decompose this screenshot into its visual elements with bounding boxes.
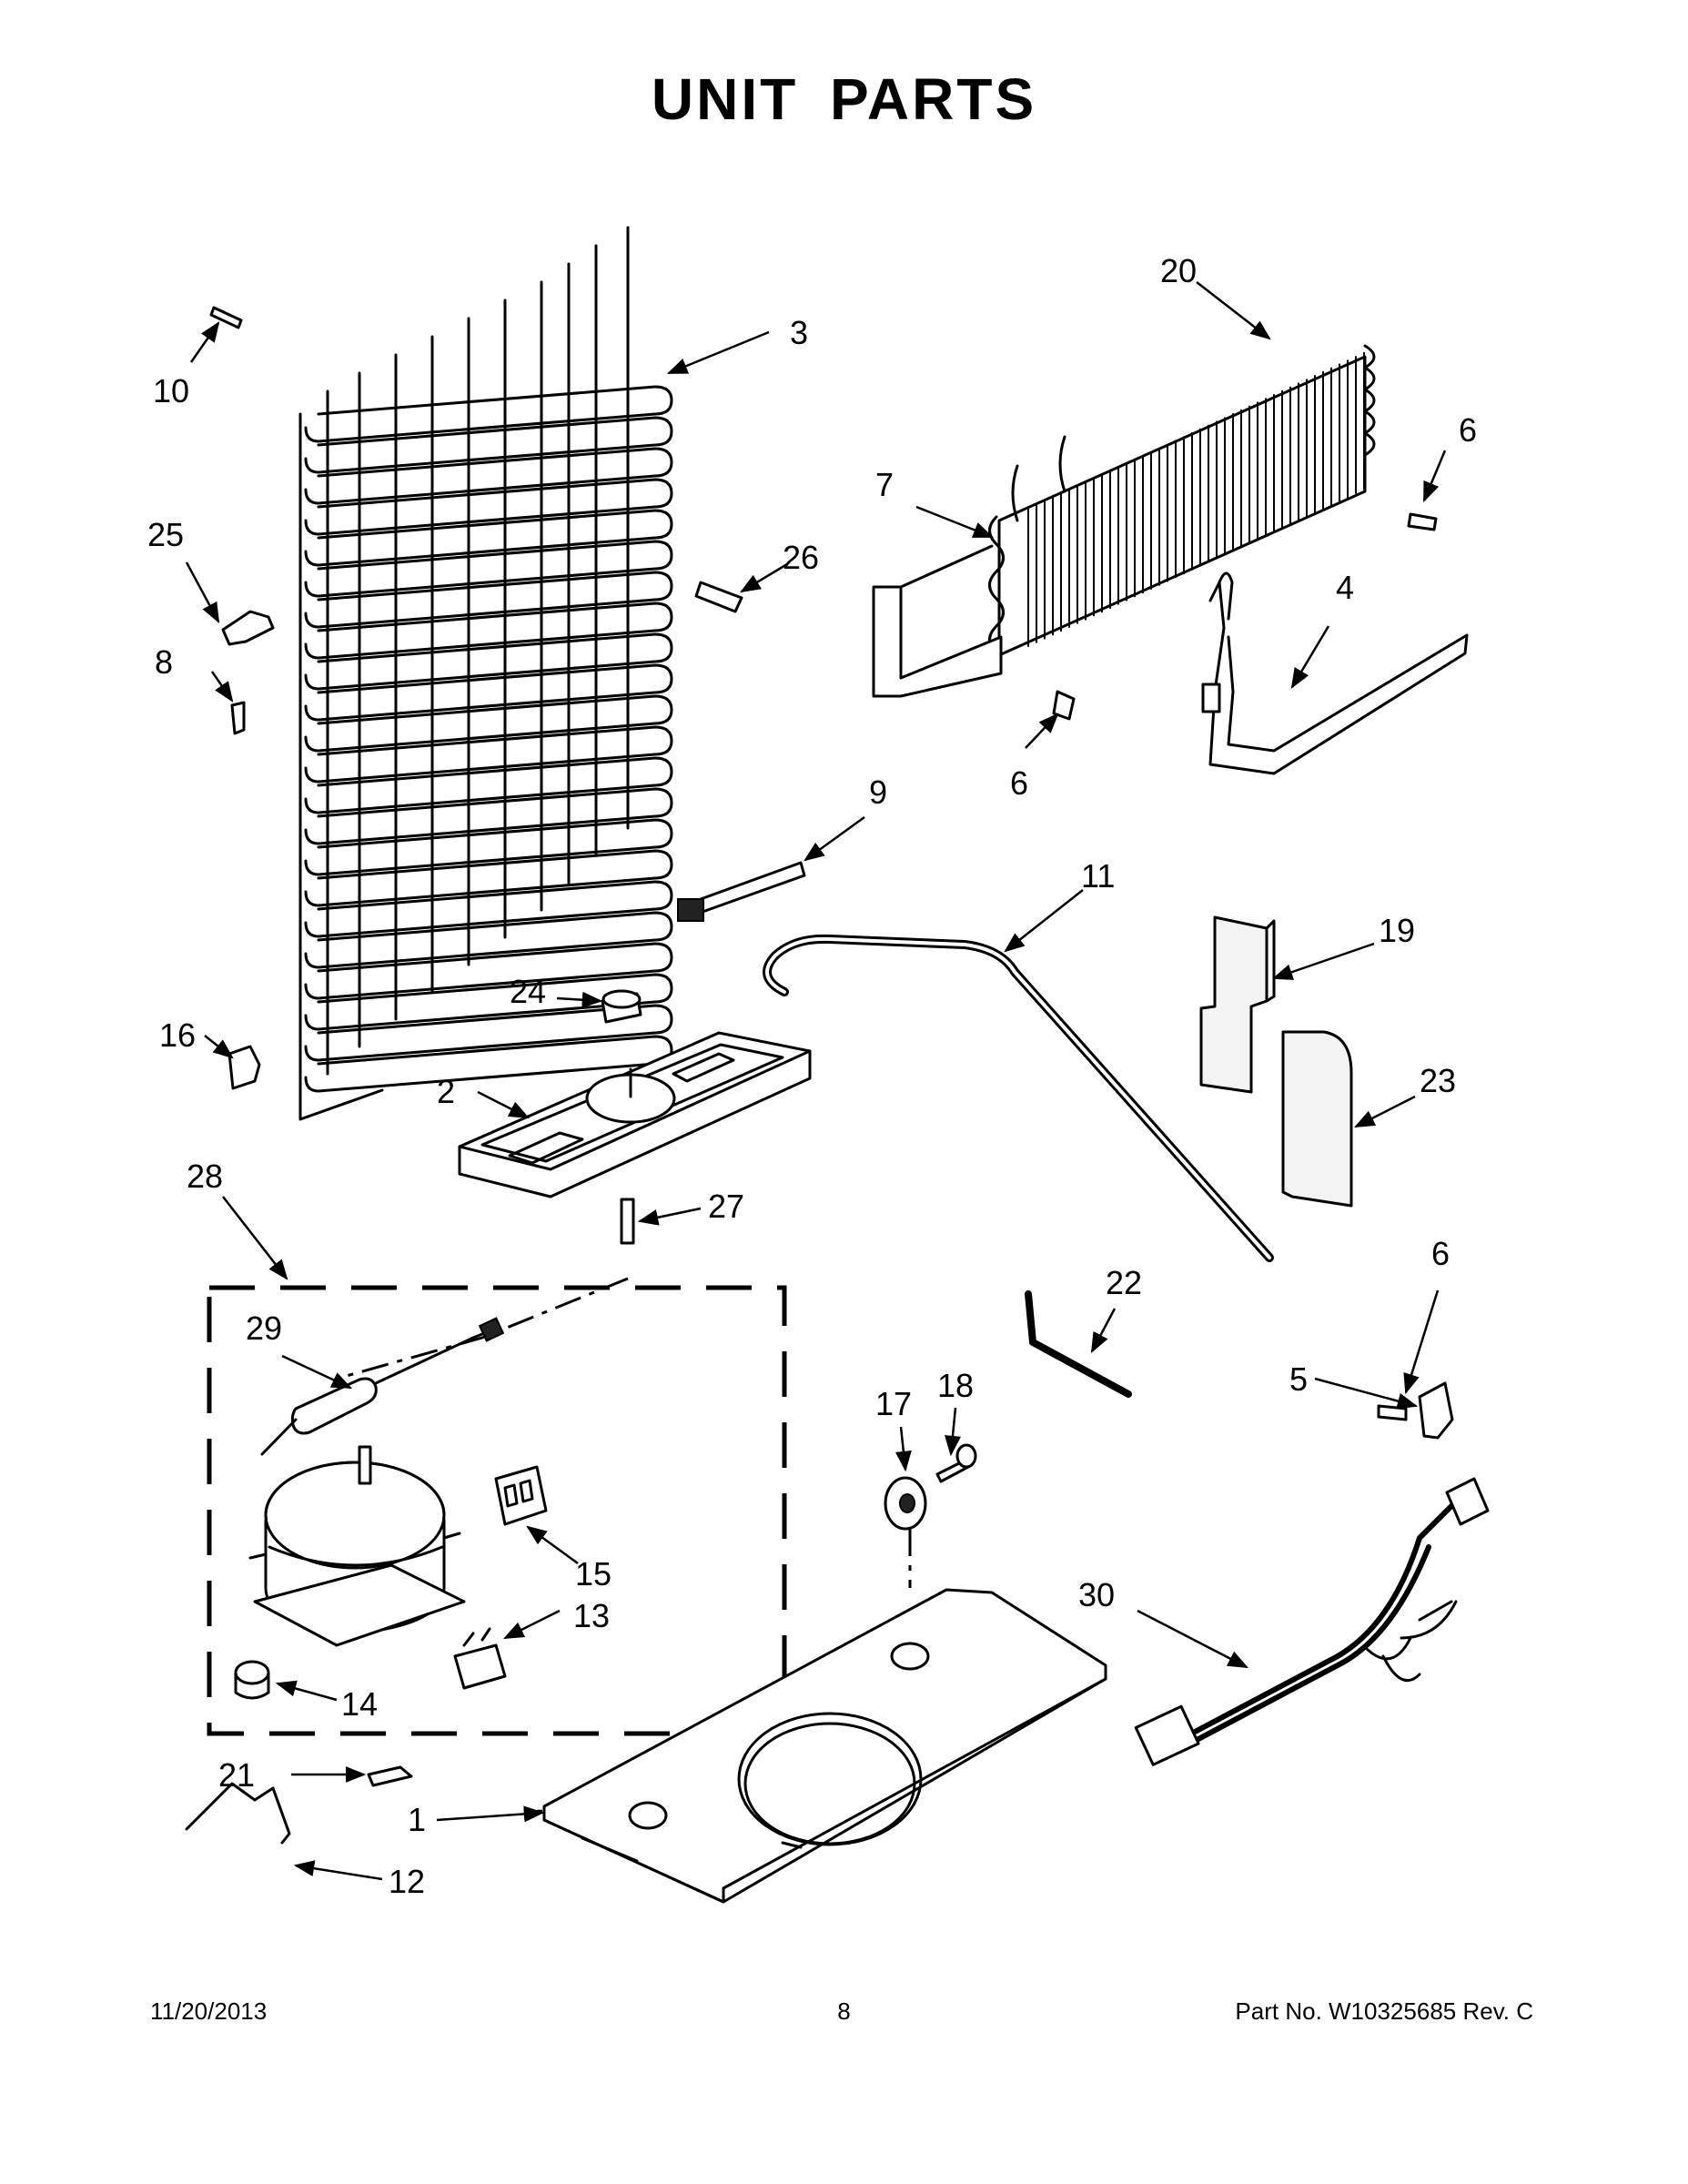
screw-6b [1052,690,1076,721]
callout-2: 2 [437,1073,455,1110]
mounting-bracket-5 [1418,1381,1454,1440]
spacer-26 [694,581,743,613]
callout-9: 9 [869,774,887,811]
heat-exchanger-tube [763,934,1274,1262]
callout-24: 24 [510,973,546,1010]
callout-18: 18 [937,1367,974,1404]
drain-tube [620,1198,635,1245]
callout-10: 10 [153,372,189,410]
callout-7: 7 [875,466,894,503]
foam-pad-23 [1281,1030,1353,1208]
callout-26: 26 [783,539,819,576]
callout-28: 28 [187,1158,223,1195]
tube-22 [1025,1290,1132,1398]
compressor [248,1445,466,1647]
condenser-coil [298,226,673,1121]
callout-6c: 6 [1431,1235,1450,1272]
callout-3: 3 [790,314,808,351]
callout-6b: 6 [1010,764,1028,802]
overload-protector [453,1627,507,1690]
callout-30: 30 [1078,1576,1115,1613]
callout-6a: 6 [1459,411,1477,449]
start-relay [494,1465,548,1526]
callout-11: 11 [1081,857,1115,895]
callout-21: 21 [218,1756,255,1794]
tube-clip [227,1045,261,1090]
callout-17: 17 [875,1385,912,1422]
foam-pad-19 [1199,915,1276,1094]
callout-12: 12 [389,1863,425,1900]
footer-date: 11/20/2013 [150,1997,268,2025]
callout-29: 29 [246,1309,282,1347]
compressor-grommet [234,1660,270,1700]
callout-27: 27 [708,1188,744,1225]
callout-25: 25 [147,516,184,553]
callout-labels: 1 2 3 4 5 6 6 6 7 8 9 10 11 12 13 14 15 … [147,252,1477,1900]
callout-5: 5 [1289,1360,1308,1398]
screw-6a [1407,512,1438,531]
callout-23: 23 [1420,1062,1456,1099]
callout-4: 4 [1336,569,1354,606]
callout-14: 14 [341,1685,378,1723]
screw-10 [209,306,243,329]
base-plate [542,1588,1107,1904]
drain-trough [872,544,1003,698]
wire-harness [1134,1477,1490,1766]
leader-lines [185,281,1447,1881]
mount-bolt [935,1443,977,1483]
footer-page-number: 8 [837,1997,851,2025]
evaporator [988,344,1376,657]
callout-13: 13 [573,1597,610,1634]
callout-1: 1 [408,1801,426,1838]
drain-pan [458,1031,812,1198]
callout-22: 22 [1106,1264,1142,1301]
callout-20: 20 [1160,252,1197,289]
compressor-mount-washer [884,1476,927,1531]
callout-8: 8 [155,643,173,681]
defrost-heater [1201,571,1469,775]
grommet [601,989,642,1024]
clip-21 [367,1765,413,1787]
callout-15: 15 [575,1555,612,1592]
callout-19: 19 [1379,912,1415,949]
dashdot-guide [336,1277,629,1380]
condenser-bracket [221,610,275,646]
page-title: UNIT PARTS [651,66,1037,132]
callout-16: 16 [159,1016,196,1054]
spring-clip [185,1782,291,1845]
footer-part-number: Part No. W10325685 Rev. C [1235,1997,1533,2025]
thermistor [677,861,806,922]
screw-8 [230,701,246,735]
screw-6c [1377,1404,1408,1421]
filter-drier [260,1317,505,1456]
